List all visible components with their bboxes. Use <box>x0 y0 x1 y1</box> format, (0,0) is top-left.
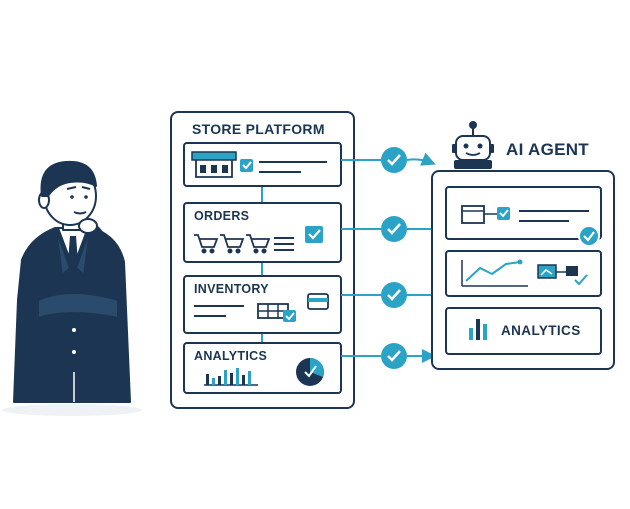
store-icon <box>191 151 237 178</box>
orders-label: ORDERS <box>194 209 250 223</box>
check-icon <box>381 282 407 308</box>
agent-analytics-label: ANALYTICS <box>501 323 581 338</box>
platform-title: STORE PLATFORM <box>192 121 325 137</box>
agent-card-trend[interactable] <box>445 250 602 297</box>
section-orders[interactable] <box>183 202 342 263</box>
check-icon <box>381 216 407 242</box>
window-icon <box>461 205 510 224</box>
robot-icon <box>452 121 494 169</box>
check-icon <box>240 159 253 172</box>
inventory-label: INVENTORY <box>194 282 269 296</box>
check-icon <box>305 226 323 243</box>
card-icon <box>307 293 329 310</box>
bar-chart-icon <box>469 319 487 340</box>
check-icon <box>578 225 600 247</box>
agent-card-analytics[interactable] <box>445 307 602 355</box>
person <box>13 160 131 403</box>
section-storefront[interactable] <box>183 142 342 187</box>
check-icon <box>381 343 407 369</box>
chart-card-icon <box>537 264 588 286</box>
table-icon <box>257 303 296 322</box>
cart-icon <box>194 234 271 254</box>
analytics-label: ANALYTICS <box>194 349 268 363</box>
agent-card-data[interactable] <box>445 186 602 240</box>
line-chart-icon <box>461 259 528 287</box>
agent-title: AI AGENT <box>506 140 589 159</box>
bar-chart-icon <box>204 368 258 386</box>
pie-chart-icon <box>296 358 324 386</box>
check-icon <box>381 147 407 173</box>
floor-shadow <box>2 404 142 416</box>
